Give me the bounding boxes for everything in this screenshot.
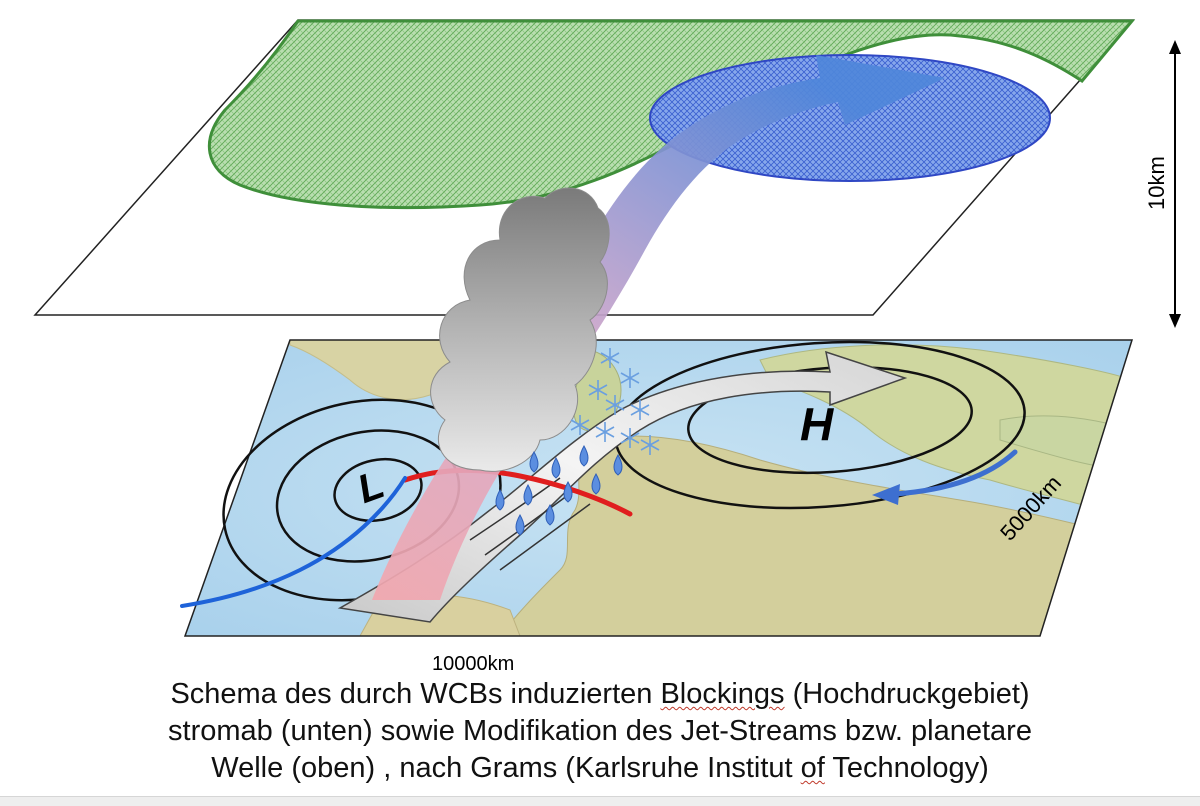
snowflake-icon <box>595 422 615 442</box>
retro-flow-arrowhead <box>872 484 900 505</box>
raindrop-icon <box>495 488 505 511</box>
raindrop-icon <box>591 472 601 495</box>
snowflakes <box>570 348 660 455</box>
raindrops <box>495 444 623 536</box>
raindrop-icon <box>563 480 573 503</box>
cold-front <box>180 476 407 608</box>
snowflake-icon <box>600 348 620 368</box>
bottom-bar <box>0 796 1200 806</box>
lower-flow-arrow <box>337 350 908 623</box>
height-scale-label: 10km <box>1144 156 1169 210</box>
snowflake-icon <box>588 380 608 400</box>
snowflake-icon <box>605 395 625 415</box>
raindrop-icon <box>523 483 533 506</box>
caption-line-1: Schema des durch WCBs induzierten Blocki… <box>170 678 1030 710</box>
high-label: H <box>800 398 834 450</box>
snowflake-icon <box>640 435 660 455</box>
snowflake-icon <box>630 400 650 420</box>
caption-underlined-word: of <box>800 752 825 784</box>
raindrop-icon <box>579 444 589 467</box>
caption-line-2: stromab (unten) sowie Modifikation des J… <box>168 715 1032 747</box>
raindrop-icon <box>529 450 539 473</box>
wcb-ascent-band <box>372 55 945 600</box>
figure-caption: Schema des durch WCBs induzierten Blocki… <box>0 676 1200 787</box>
retro-flow-arrow <box>892 449 1018 497</box>
cloud <box>430 187 610 472</box>
caption-line-3: Welle (oben) , nach Grams (Karlsruhe Ins… <box>211 752 989 784</box>
snowflake-icon <box>570 415 590 435</box>
raindrop-icon <box>515 513 525 536</box>
snowflake-icon <box>620 368 640 388</box>
height-scale <box>1169 40 1181 328</box>
raindrop-icon <box>545 503 555 526</box>
width-scale-label: 10000km <box>432 653 514 675</box>
caption-underlined-word: Blockings <box>660 678 785 710</box>
raindrop-icon <box>551 456 561 479</box>
lower-plane-outline <box>183 339 1134 637</box>
raindrop-icon <box>613 453 623 476</box>
snowflake-icon <box>620 428 640 448</box>
landmass-europe <box>498 435 1101 636</box>
